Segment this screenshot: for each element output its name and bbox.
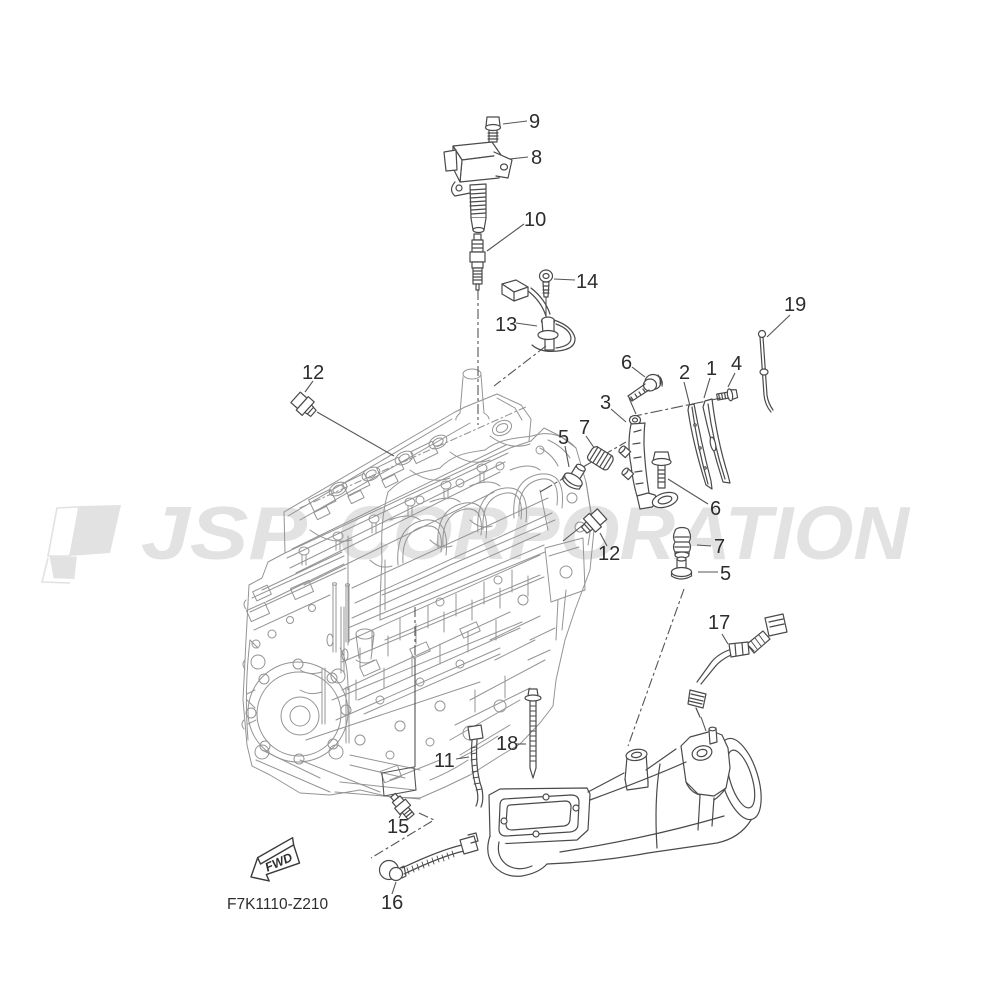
svg-text:7: 7 bbox=[579, 417, 590, 439]
svg-text:15: 15 bbox=[387, 816, 409, 838]
svg-text:19: 19 bbox=[784, 294, 806, 316]
svg-text:12: 12 bbox=[302, 362, 324, 384]
svg-text:JSP: JSP bbox=[141, 491, 308, 575]
svg-text:8: 8 bbox=[531, 147, 542, 169]
svg-text:16: 16 bbox=[381, 892, 403, 914]
svg-text:10: 10 bbox=[524, 209, 546, 231]
svg-text:4: 4 bbox=[731, 353, 742, 375]
svg-text:14: 14 bbox=[576, 271, 598, 293]
svg-text:2: 2 bbox=[679, 362, 690, 384]
svg-text:11: 11 bbox=[434, 750, 455, 772]
svg-text:6: 6 bbox=[710, 498, 721, 520]
svg-text:1: 1 bbox=[706, 358, 717, 380]
svg-text:18: 18 bbox=[496, 733, 518, 755]
svg-text:5: 5 bbox=[558, 427, 569, 449]
svg-text:17: 17 bbox=[708, 612, 730, 634]
svg-text:CORPORATION: CORPORATION bbox=[337, 491, 911, 575]
svg-text:6: 6 bbox=[621, 352, 632, 374]
svg-text:F7K1110-Z210: F7K1110-Z210 bbox=[227, 896, 328, 913]
svg-text:3: 3 bbox=[600, 392, 611, 414]
svg-text:9: 9 bbox=[529, 111, 540, 133]
svg-text:12: 12 bbox=[598, 543, 620, 565]
svg-text:5: 5 bbox=[720, 563, 731, 585]
svg-text:13: 13 bbox=[495, 314, 517, 336]
svg-text:7: 7 bbox=[714, 536, 725, 558]
